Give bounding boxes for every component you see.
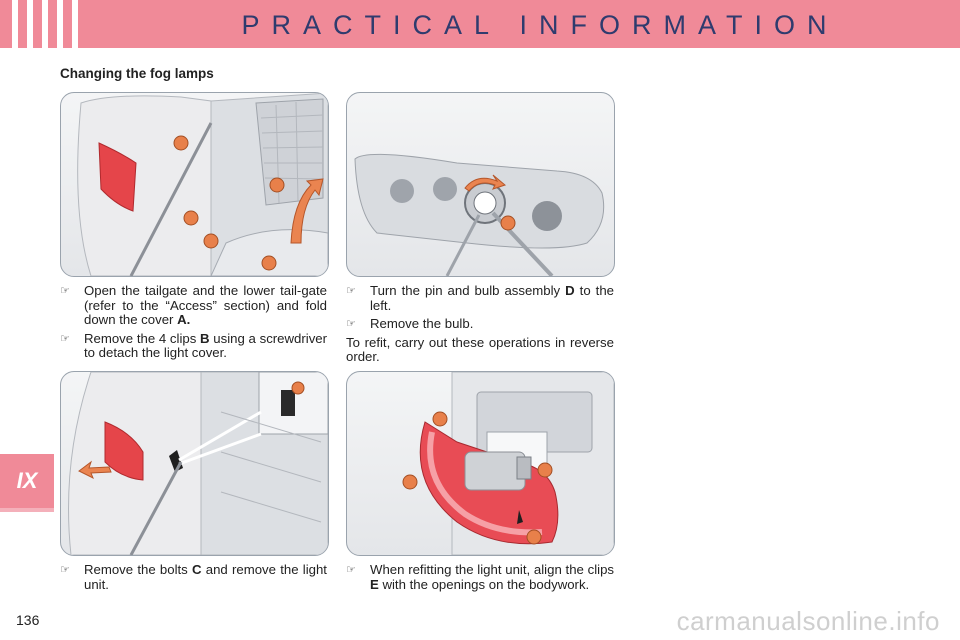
- watermark: carmanualsonline.info: [676, 606, 940, 636]
- illustration-bulb-holder: [354, 153, 605, 276]
- refit-note: To refit, carry out these operations in …: [346, 334, 614, 364]
- step-reference: D: [565, 283, 575, 298]
- step-text: Remove the 4 clips: [84, 330, 201, 346]
- figure-bolts: [60, 371, 329, 556]
- header-stripe: [42, 0, 48, 48]
- header-stripe: [12, 0, 18, 48]
- pointing-hand-icon: ☞: [60, 331, 70, 345]
- instruction-step: ☞ Remove the 4 clips B using a screwdrive…: [60, 330, 328, 361]
- step-reference: C: [192, 562, 202, 577]
- page-header: PRACTICAL INFORMATION: [0, 0, 960, 48]
- section-title: Changing the fog lamps: [60, 66, 214, 81]
- figure-clips: [60, 92, 329, 277]
- step-reference: E: [370, 576, 379, 592]
- step-text: Remove the bolts: [84, 562, 192, 577]
- instruction-step: ☞ Remove the bulb.: [346, 316, 614, 332]
- step-text: Turn the pin and bulb assembly: [370, 283, 566, 298]
- figure-bulb: [346, 92, 615, 277]
- header-stripes: [12, 0, 78, 48]
- step-reference: B: [200, 330, 210, 346]
- instruction-step: ☞ Turn the pin and bulb assembly D to the…: [346, 283, 614, 313]
- pointing-hand-icon: ☞: [346, 284, 356, 297]
- instruction-step: ☞ Remove the bolts C and remove the light…: [60, 562, 327, 592]
- step-text: Open the tailgate and the lower tail-gat…: [84, 283, 327, 327]
- pointing-hand-icon: ☞: [346, 563, 356, 576]
- pointing-hand-icon: ☞: [346, 317, 356, 330]
- instructions-top-left: ☞ Open the tailgate and the lower tail-ga…: [60, 283, 328, 365]
- instructions-bottom-left: ☞ Remove the bolts C and remove the light…: [60, 562, 327, 596]
- step-text-after: using a screwdriver to detach the light …: [84, 330, 328, 360]
- illustration-tailgate: [77, 93, 328, 276]
- step-text-after: and remove the light unit.: [84, 562, 327, 592]
- step-text: When refitting the light unit, align the…: [370, 562, 614, 577]
- header-stripe: [57, 0, 63, 48]
- step-reference: A.: [177, 312, 191, 327]
- pointing-hand-icon: ☞: [60, 284, 70, 297]
- page-number: 136: [16, 612, 40, 628]
- step-text-after: to the left.: [370, 283, 614, 313]
- instructions-bottom-right: ☞ When refitting the light unit, align th…: [346, 562, 614, 596]
- header-stripe: [72, 0, 78, 48]
- instruction-step: ☞ Open the tailgate and the lower tail-ga…: [60, 283, 327, 328]
- illustration-light-unit-refit: [402, 372, 614, 555]
- instruction-step: ☞ When refitting the light unit, align th…: [346, 562, 614, 592]
- illustration-light-unit-bolts: [68, 372, 328, 555]
- instructions-top-right: ☞ Turn the pin and bulb assembly D to the…: [346, 283, 614, 365]
- header-stripe: [27, 0, 33, 48]
- chapter-tab: IX: [0, 454, 54, 512]
- header-title: PRACTICAL INFORMATION: [241, 10, 839, 40]
- pointing-hand-icon: ☞: [60, 563, 70, 576]
- step-text-after: with the openings on the bodywork.: [378, 576, 590, 592]
- step-text: Remove the bulb.: [370, 316, 474, 331]
- figure-clips-e: [346, 371, 615, 556]
